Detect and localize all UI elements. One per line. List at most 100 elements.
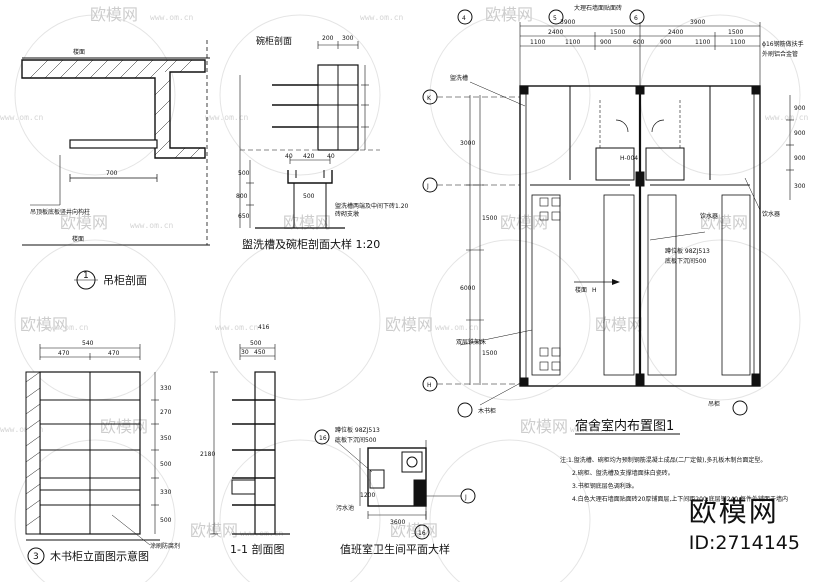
dim: 3900 bbox=[560, 19, 575, 26]
dim: 600 bbox=[633, 39, 645, 46]
watermark-text: 欧模网 bbox=[20, 315, 68, 334]
label-drinker: 饮水器 bbox=[700, 212, 718, 220]
label-bookcase: 木书柜 bbox=[478, 407, 496, 415]
label-toilet: 蹲位板 98ZJ513 bbox=[665, 247, 710, 255]
sink-basin bbox=[287, 170, 333, 184]
dim: 900 bbox=[794, 105, 806, 112]
brand-block: 欧模网 ID:2714145 bbox=[688, 498, 800, 555]
label-bed: 双层铁架床 bbox=[456, 338, 486, 346]
dim: 470 bbox=[108, 350, 120, 357]
dim: 500 bbox=[160, 517, 172, 524]
dim: 1100 bbox=[730, 39, 745, 46]
dim: 300 bbox=[794, 183, 806, 190]
dim: 350 bbox=[160, 435, 172, 442]
note: 砖砌支墩 bbox=[335, 210, 359, 218]
note-cabinet: 吊顶板底板竖井向构柱 bbox=[30, 208, 90, 216]
dim: 270 bbox=[160, 409, 172, 416]
dim: 200 bbox=[322, 35, 334, 42]
watermark-url: www.om.cn bbox=[130, 221, 174, 230]
model-id: ID:2714145 bbox=[688, 532, 800, 554]
dim: 330 bbox=[160, 385, 172, 392]
dim: 1500 bbox=[482, 350, 497, 357]
watermark-text: 欧模网 bbox=[595, 315, 643, 334]
dim: 1500 bbox=[728, 29, 743, 36]
label-drinker: 饮水器 bbox=[762, 210, 780, 218]
dim: 40 bbox=[285, 153, 293, 160]
detail-section-11 bbox=[210, 344, 290, 535]
dim: 800 bbox=[236, 193, 248, 200]
dim: 500 bbox=[250, 340, 262, 347]
dim: 500 bbox=[238, 170, 250, 177]
label-fixture: ϕ16钢筋做扶手 bbox=[762, 40, 804, 48]
dim: 3600 bbox=[390, 519, 405, 526]
beam-section bbox=[21, 59, 206, 159]
watermark-url: www.om.cn bbox=[0, 113, 44, 122]
hatch bbox=[29, 59, 201, 159]
watermark-url: www.om.cn bbox=[150, 13, 194, 22]
watermark-text: 欧模网 bbox=[485, 5, 533, 24]
detail-hanging-cabinet bbox=[21, 40, 210, 290]
dim: 330 bbox=[160, 489, 172, 496]
axis-label: 5 bbox=[553, 15, 557, 22]
bowl-cabinet-label: 碗柜剖面 bbox=[256, 35, 292, 47]
detail-toilet bbox=[314, 429, 476, 540]
dim: 6000 bbox=[460, 285, 475, 292]
watermark-url: www.om.cn bbox=[205, 113, 249, 122]
detail-title: 吊柜剖面 bbox=[103, 273, 147, 287]
watermark-url: www.om.cn bbox=[765, 113, 809, 122]
watermark-url: www.om.cn bbox=[360, 13, 404, 22]
label-hook: H-004 bbox=[620, 155, 638, 162]
axis-label: K bbox=[427, 95, 432, 102]
dim: 2400 bbox=[548, 29, 563, 36]
label-floor: 楼面 bbox=[73, 48, 85, 56]
axis-label: 16 bbox=[418, 530, 426, 537]
watermark-text: 欧模网 bbox=[385, 315, 433, 334]
watermark-text: 欧模网 bbox=[100, 417, 148, 436]
dim: 420 bbox=[303, 153, 315, 160]
dim: 900 bbox=[660, 39, 672, 46]
plan-note: 2.碗柜、盥洗槽及支撑墙面抹白瓷砖。 bbox=[572, 469, 674, 477]
watermark-text: 欧模网 bbox=[520, 417, 568, 436]
watermark-text: 欧模网 bbox=[700, 213, 748, 232]
plan-note: 3.书柜钢底层色调利珠。 bbox=[572, 482, 638, 490]
watermark-url: www.om.cn bbox=[0, 425, 44, 434]
dim: 470 bbox=[58, 350, 70, 357]
detail-index: 3 bbox=[33, 552, 39, 562]
detail-sink-bowl bbox=[239, 41, 380, 229]
detail-bookcase bbox=[25, 344, 160, 565]
dim: 40 bbox=[327, 153, 335, 160]
label-fixture: 外刷铝合金管 bbox=[762, 50, 798, 58]
detail-title: 木书柜立面图示意图 bbox=[50, 549, 149, 563]
dim: 900 bbox=[794, 130, 806, 137]
dim: 30 bbox=[241, 349, 249, 356]
dim: 1100 bbox=[695, 39, 710, 46]
watermark-text: 欧模网 bbox=[60, 213, 108, 232]
dim: 3000 bbox=[460, 140, 475, 147]
axis-label: J bbox=[464, 494, 467, 501]
ref: 16 bbox=[319, 435, 327, 442]
dim: 3900 bbox=[690, 19, 705, 26]
label-stair-axis: H bbox=[592, 287, 597, 294]
dim: 650 bbox=[238, 213, 250, 220]
dim: 1100 bbox=[565, 39, 580, 46]
note: 涂刷防腐剂 bbox=[150, 542, 180, 550]
axis-label: 4 bbox=[462, 15, 466, 22]
dim: 900 bbox=[600, 39, 612, 46]
plan-note: 4.白色大理石墙面贴面砖20厚铺面层,上下间距200,底层钢240,每件外铺面于… bbox=[572, 495, 788, 503]
plan-note: 注:1.盥洗槽、碗柜均为预制钢筋混凝土成品(二厂定做),多孔板木制台面定型。 bbox=[560, 456, 766, 464]
label-stair: 楼面 bbox=[575, 286, 587, 294]
detail-title: 盥洗槽及碗柜剖面大样 1:20 bbox=[242, 237, 380, 251]
dim: 1200 bbox=[360, 492, 375, 499]
watermark-url: www.om.cn bbox=[45, 323, 89, 332]
axis-label: H bbox=[427, 382, 432, 389]
label-cabinet: 吊柜 bbox=[708, 400, 720, 408]
label: 底板下沉间500 bbox=[335, 436, 377, 444]
watermark-url: www.om.cn bbox=[215, 323, 259, 332]
label: 污水池 bbox=[336, 504, 354, 512]
dim: 450 bbox=[254, 349, 266, 356]
dim: 900 bbox=[794, 155, 806, 162]
label-floor: 楼面 bbox=[72, 235, 84, 243]
dim: 500 bbox=[160, 461, 172, 468]
detail-title: 值班室卫生间平面大样 bbox=[340, 542, 450, 556]
note: 盥洗槽两端及中间下砖1.20 bbox=[335, 202, 409, 210]
